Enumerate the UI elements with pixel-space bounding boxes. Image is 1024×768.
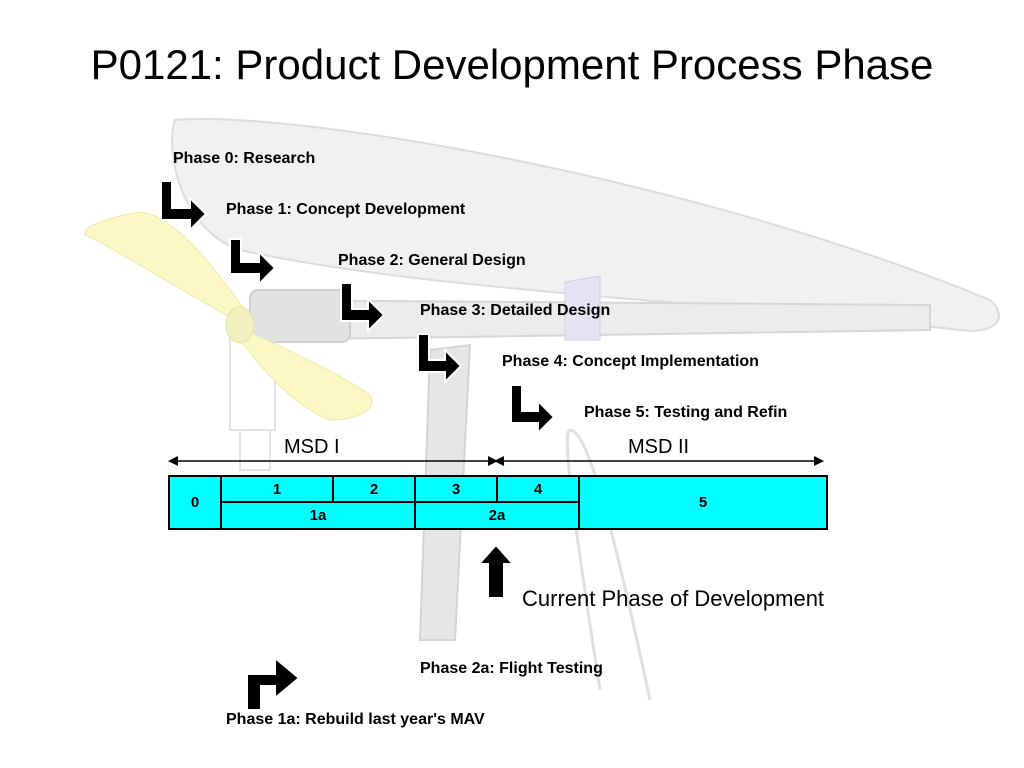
phase-1a-label: Phase 1a: Rebuild last year's MAV (226, 711, 485, 728)
phase-5-label: Phase 5: Testing and Refin (584, 404, 788, 421)
table-cell-4: 4 (498, 477, 578, 501)
table-cell-5: 5 (580, 477, 826, 528)
table-cell-2a: 2a (416, 503, 578, 528)
current-phase-label: Current Phase of Development (522, 586, 825, 611)
page-title: P0121: Product Development Process Phase (90, 41, 934, 88)
step-arrow-0-icon (160, 180, 208, 233)
step-arrow-1-icon (229, 238, 277, 287)
step-arrow-2-icon (340, 282, 386, 334)
msd-2-label: MSD II (628, 436, 690, 458)
phase-3-label: Phase 3: Detailed Design (420, 302, 611, 319)
phase-4-label: Phase 4: Concept Implementation (502, 353, 759, 370)
bent-up-arrow-icon (246, 655, 301, 711)
msd-span-arrows (168, 456, 824, 466)
msd-1-label: MSD I (284, 436, 340, 458)
phase-0-label: Phase 0: Research (173, 150, 316, 167)
table-cell-2: 2 (334, 477, 414, 501)
step-arrow-4-icon (510, 384, 556, 436)
table-cell-1: 1 (222, 477, 332, 501)
table-cell-1a: 1a (222, 503, 414, 528)
table-cell-3: 3 (416, 477, 496, 501)
phase-2a-label: Phase 2a: Flight Testing (420, 660, 603, 677)
step-arrow-3-icon (417, 333, 463, 385)
current-phase-arrow-icon (476, 543, 516, 599)
phase-1-label: Phase 1: Concept Development (226, 201, 466, 218)
phase-2-label: Phase 2: General Design (338, 252, 526, 269)
table-cell-0: 0 (170, 477, 220, 528)
phase-table: 0 1 2 3 4 1a 2a 5 (168, 475, 828, 530)
